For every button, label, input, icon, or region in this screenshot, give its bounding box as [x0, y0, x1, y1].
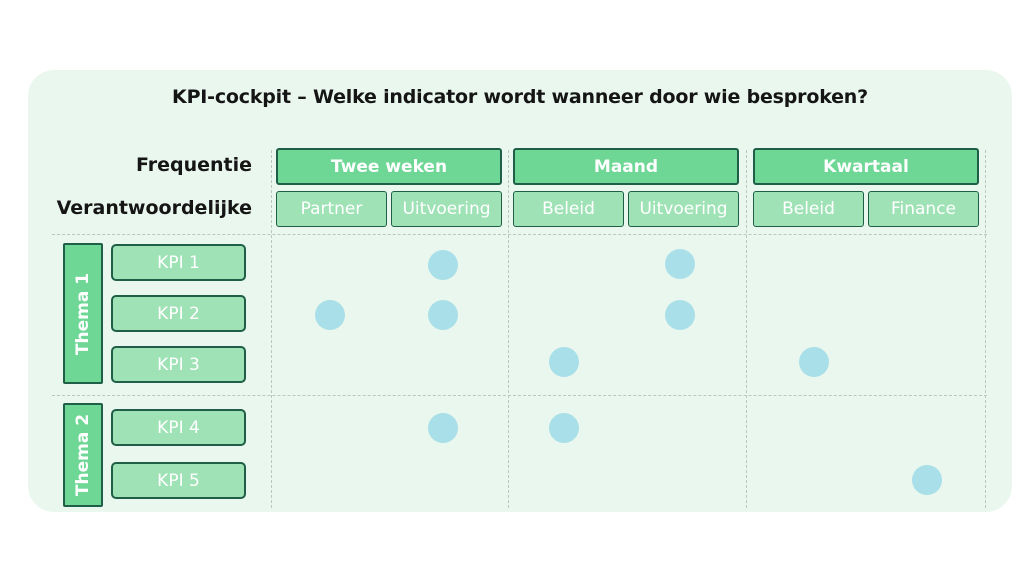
- grid-divider: [52, 395, 987, 396]
- kpi-label-3: KPI 3: [111, 346, 246, 383]
- mark-kpi3-beleid-kwartaal: [799, 347, 829, 377]
- responsible-row-label: Verantwoordelijke: [56, 197, 252, 219]
- frequency-header-two-weeks: Twee weken: [276, 148, 502, 185]
- kpi-label-2: KPI 2: [111, 295, 246, 332]
- responsible-header-beleid: Beleid: [513, 191, 624, 227]
- kpi-label-5: KPI 5: [111, 462, 246, 499]
- kpi-label-1: KPI 1: [111, 244, 246, 281]
- grid-divider: [746, 150, 747, 508]
- theme-label-1: Thema 1: [63, 243, 103, 384]
- frequency-header-quarter: Kwartaal: [753, 148, 979, 185]
- responsible-header-beleid: Beleid: [753, 191, 864, 227]
- mark-kpi5-finance-kwartaal: [912, 465, 942, 495]
- mark-kpi4-beleid-maand: [549, 413, 579, 443]
- mark-kpi2-uitvoering-maand: [665, 300, 695, 330]
- kpi-label-4: KPI 4: [111, 409, 246, 446]
- grid-divider: [985, 150, 986, 508]
- mark-kpi3-beleid-maand: [549, 347, 579, 377]
- theme-label-2: Thema 2: [63, 403, 103, 507]
- responsible-header-uitvoering: Uitvoering: [628, 191, 739, 227]
- mark-kpi2-uitvoering-twee-weken: [428, 300, 458, 330]
- page-title: KPI-cockpit – Welke indicator wordt wann…: [172, 86, 868, 108]
- grid-divider: [52, 234, 987, 235]
- grid-divider: [271, 150, 272, 508]
- responsible-header-uitvoering: Uitvoering: [391, 191, 502, 227]
- frequency-row-label: Frequentie: [135, 154, 252, 176]
- responsible-header-finance: Finance: [868, 191, 979, 227]
- mark-kpi2-partner-twee-weken: [315, 300, 345, 330]
- grid-divider: [508, 150, 509, 508]
- mark-kpi1-uitvoering-maand: [665, 249, 695, 279]
- responsible-header-partner: Partner: [276, 191, 387, 227]
- frequency-header-month: Maand: [513, 148, 739, 185]
- theme-label-text: Thema 2: [73, 413, 93, 497]
- mark-kpi1-uitvoering-twee-weken: [428, 250, 458, 280]
- mark-kpi4-uitvoering-twee-weken: [428, 413, 458, 443]
- theme-label-text: Thema 1: [73, 272, 93, 355]
